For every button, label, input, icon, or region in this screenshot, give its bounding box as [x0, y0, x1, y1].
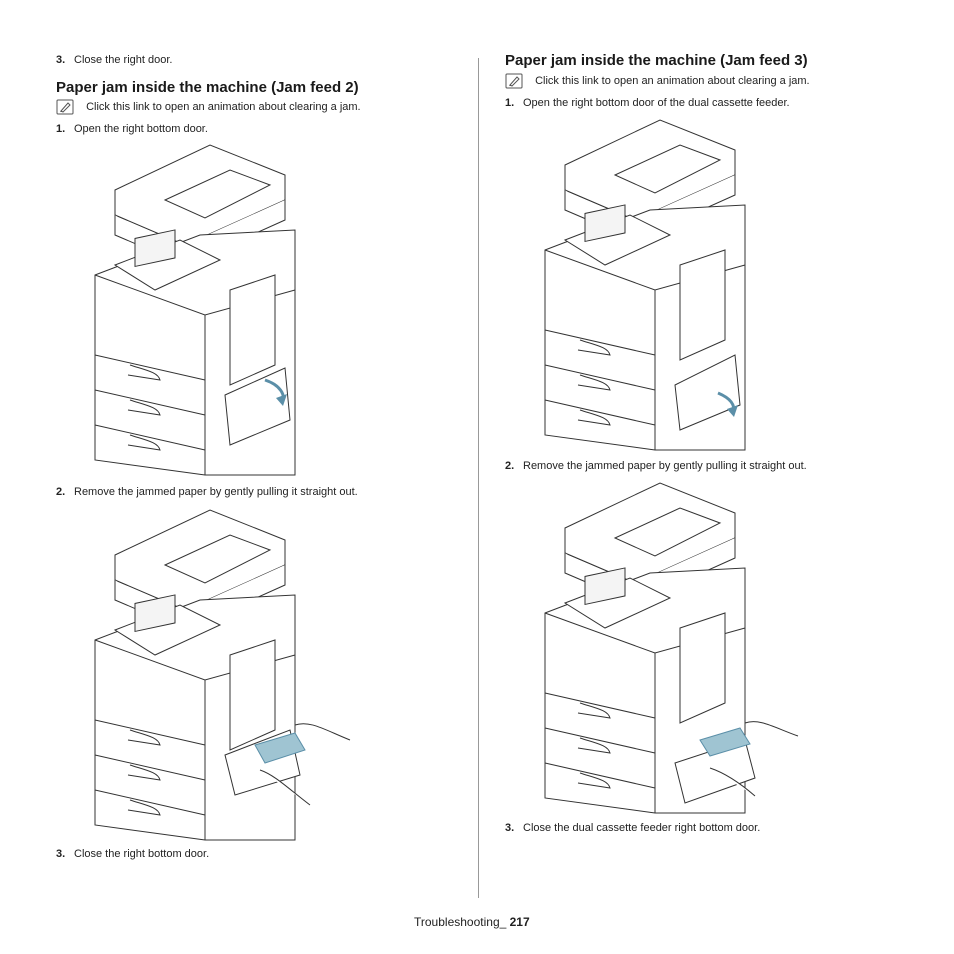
- section-heading-jam-feed-3: Paper jam inside the machine (Jam feed 3…: [505, 52, 808, 69]
- step-number: 1.: [505, 97, 515, 109]
- printer-illustration-dual-cassette-pull-paper: [544, 482, 799, 814]
- step-number: 2.: [56, 486, 66, 498]
- section-heading-jam-feed-2: Paper jam inside the machine (Jam feed 2…: [56, 79, 359, 96]
- step-1-left: 1. Open the right bottom door.: [56, 123, 208, 135]
- step-text: Remove the jammed paper by gently pullin…: [523, 460, 807, 472]
- printer-illustration-dual-cassette-door-open: [544, 119, 746, 451]
- step-text: Remove the jammed paper by gently pullin…: [74, 486, 358, 498]
- step-3-right: 3. Close the dual cassette feeder right b…: [505, 822, 760, 834]
- step-1-right: 1. Open the right bottom door of the dual…: [505, 97, 790, 109]
- step-text: Close the dual cassette feeder right bot…: [523, 822, 761, 834]
- step-text: Open the right bottom door of the dual c…: [523, 97, 790, 109]
- step-number: 3.: [56, 848, 66, 860]
- step-2-right: 2. Remove the jammed paper by gently pull…: [505, 460, 807, 472]
- note-row-left: Click this link to open an animation abo…: [56, 99, 361, 115]
- note-row-right: Click this link to open an animation abo…: [505, 73, 810, 89]
- page-number: 217: [509, 915, 530, 929]
- step-text: Close the right bottom door.: [74, 848, 210, 860]
- step-3-left: 3. Close the right bottom door.: [56, 848, 209, 860]
- printer-illustration-pull-jammed-paper: [94, 509, 351, 841]
- step-text: Close the right door.: [74, 54, 173, 66]
- step-prev-close-right-door: 3. Close the right door.: [56, 54, 172, 66]
- step-2-left: 2. Remove the jammed paper by gently pull…: [56, 486, 358, 498]
- note-pencil-icon: [505, 73, 523, 89]
- step-number: 1.: [56, 123, 66, 135]
- step-number: 2.: [505, 460, 515, 472]
- step-number: 3.: [505, 822, 515, 834]
- animation-link[interactable]: Click this link to open an animation abo…: [535, 74, 810, 87]
- column-divider: [478, 58, 479, 898]
- note-pencil-icon: [56, 99, 74, 115]
- step-text: Open the right bottom door.: [74, 123, 208, 135]
- page-footer: Troubleshooting_ 217: [414, 915, 530, 929]
- animation-link[interactable]: Click this link to open an animation abo…: [86, 100, 361, 113]
- footer-section: Troubleshooting_: [414, 915, 510, 929]
- printer-illustration-right-bottom-door-open: [94, 144, 296, 476]
- step-number: 3.: [56, 54, 66, 66]
